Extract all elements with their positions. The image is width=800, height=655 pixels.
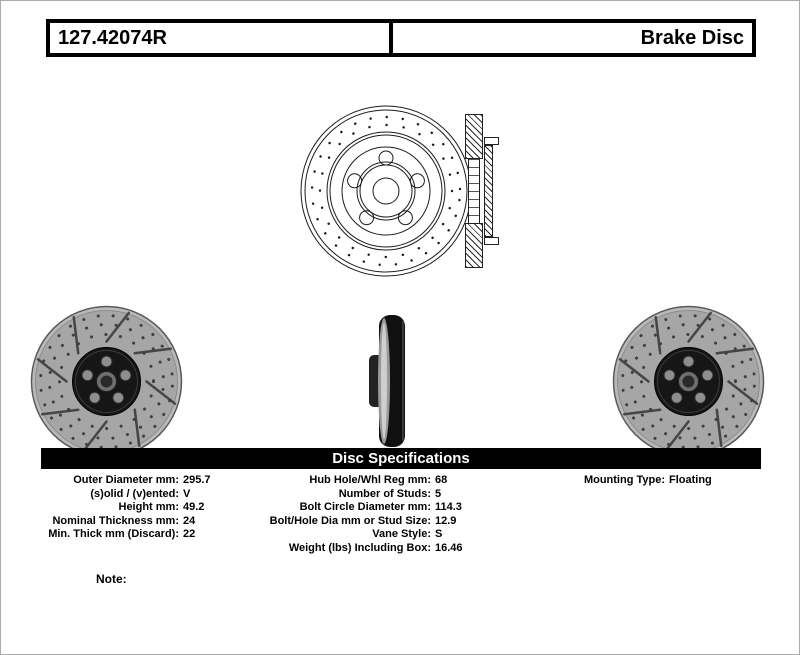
spec-label: Weight (lbs) Including Box: xyxy=(288,541,431,554)
spec-value: 16.46 xyxy=(435,541,463,554)
product-name: Brake Disc xyxy=(392,23,752,53)
spec-value: 114.3 xyxy=(435,501,462,513)
spec-value: S xyxy=(435,528,443,540)
spec-value: 5 xyxy=(435,487,442,500)
cross-section-flange-bottom xyxy=(484,237,499,245)
spec-label: Bolt Circle Diameter mm: xyxy=(299,501,431,513)
cross-section-plate-top xyxy=(465,114,483,159)
drilled-hole-rings xyxy=(310,115,462,267)
rotor-outline-circles xyxy=(300,105,472,277)
spec-label: Number of Studs: xyxy=(338,487,431,500)
header-bar: 127.42074R Brake Disc xyxy=(46,19,756,57)
rotor-lug-holes xyxy=(81,355,132,404)
cross-section-vent-vanes xyxy=(468,158,480,224)
cross-section-plate-bottom xyxy=(465,223,483,268)
disc-specifications-title: Disc Specifications xyxy=(332,450,470,467)
rotor-lug-holes xyxy=(663,355,714,404)
spec-column-right: Mounting Type: Floating xyxy=(557,474,759,488)
cross-section-flange-top xyxy=(484,137,499,145)
spec-value: 295.7 xyxy=(183,474,211,486)
spec-label: Vane Style: xyxy=(372,528,431,540)
spec-label: Bolt/Hole Dia mm or Stud Size: xyxy=(269,514,431,527)
cross-section-hat xyxy=(484,145,493,237)
spec-value: 12.9 xyxy=(435,514,457,527)
spec-column-left: Outer Diameter mm: 295.7 (s)olid / (v)en… xyxy=(27,474,253,542)
rotor-drilled-holes xyxy=(621,314,756,449)
spec-value: Floating xyxy=(669,474,712,486)
rotor-photo-right xyxy=(612,305,765,458)
rotor-photo-left xyxy=(30,305,183,458)
spec-label: Mounting Type: xyxy=(583,474,665,486)
spec-label: Height mm: xyxy=(118,501,180,513)
spec-label: Nominal Thickness mm: xyxy=(52,514,179,527)
spec-value: 22 xyxy=(183,528,196,540)
spec-column-center: Hub Hole/Whl Reg mm: 68 Number of Studs:… xyxy=(251,474,525,555)
spec-label: Outer Diameter mm: xyxy=(73,474,179,486)
rotor-photo-edge-view xyxy=(369,315,405,447)
front-view-technical-drawing xyxy=(300,105,472,277)
spec-value: V xyxy=(183,487,191,500)
lug-holes xyxy=(347,150,425,226)
spec-value: 49.2 xyxy=(183,501,205,513)
spec-label: Hub Hole/Whl Reg mm: xyxy=(309,474,431,486)
spec-value: 68 xyxy=(435,474,448,486)
note-label: Note: xyxy=(96,572,127,586)
part-number: 127.42074R xyxy=(50,23,389,53)
rotor-drilled-holes xyxy=(39,314,174,449)
spec-label: (s)olid / (v)ented: xyxy=(90,487,179,500)
spec-value: 24 xyxy=(183,514,196,527)
spec-label: Min. Thick mm (Discard): xyxy=(48,528,179,540)
disc-specifications-bar: Disc Specifications xyxy=(41,448,761,469)
